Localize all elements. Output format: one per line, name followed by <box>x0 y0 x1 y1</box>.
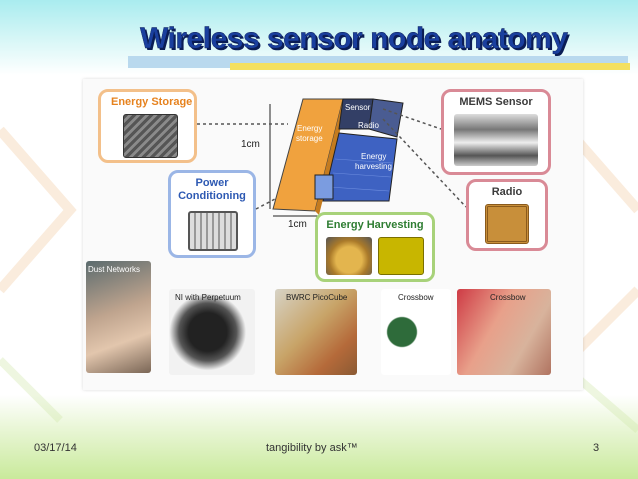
energy-harvesting-callout: Energy Harvesting <box>315 212 435 282</box>
mems-sensor-label: MEMS Sensor <box>459 96 533 108</box>
mems-sensor-callout: MEMS Sensor <box>441 89 551 175</box>
mems-sensor-image <box>454 114 538 166</box>
radio-label: Radio <box>491 186 523 198</box>
harvester-image-2 <box>378 237 424 275</box>
node-energy-storage-label-1: Energy <box>297 124 323 133</box>
footer-background <box>0 395 638 479</box>
energy-harvesting-label: Energy Harvesting <box>326 219 424 231</box>
node-sensor-label: Sensor <box>345 103 371 112</box>
title-underline-accent <box>230 63 630 70</box>
battery-image <box>123 114 178 158</box>
anatomy-figure: Energy Storage Power Conditioning Energy <box>83 79 583 390</box>
bwrc-picocube-photo <box>275 289 357 375</box>
harvester-image-1 <box>326 237 372 275</box>
power-conditioning-callout: Power Conditioning <box>168 170 256 258</box>
footer-page-number: 3 <box>593 442 600 454</box>
footer-center-text: tangibility by ask™ <box>266 442 358 454</box>
power-conditioning-label-2: Conditioning <box>178 190 246 202</box>
dust-networks-photo <box>86 261 151 373</box>
dust-networks-label: Dust Networks <box>88 265 141 274</box>
bwrc-picocube-label: BWRC PicoCube <box>286 293 348 302</box>
crossbow-label-2: Crossbow <box>490 293 526 302</box>
dimension-height: 1cm <box>241 139 260 150</box>
energy-storage-callout: Energy Storage <box>98 89 197 163</box>
power-chip-image <box>188 211 238 251</box>
power-conditioning-label-1: Power <box>195 177 229 189</box>
crossbow-photo-1 <box>381 289 451 375</box>
crossbow-label-1: Crossbow <box>398 293 434 302</box>
node-harvesting-label-1: Energy <box>361 152 387 161</box>
callout-connectors <box>197 108 467 210</box>
dimension-width: 1cm <box>288 219 307 230</box>
node-harvesting-label-2: harvesting <box>355 162 392 171</box>
footer-date: 03/17/14 <box>34 442 77 454</box>
energy-storage-label: Energy Storage <box>111 96 193 108</box>
node-energy-storage-label-2: storage <box>296 134 323 143</box>
sensor-node-diagram <box>272 98 404 215</box>
ni-perpetuum-photo <box>169 289 255 375</box>
radio-chip-image <box>485 204 529 244</box>
ni-perpetuum-label: NI with Perpetuum <box>175 293 241 302</box>
crossbow-photo-2 <box>457 289 551 375</box>
radio-callout: Radio <box>466 179 548 251</box>
slide-title: Wireless sensor node anatomy <box>140 22 568 55</box>
node-radio-label: Radio <box>358 121 379 130</box>
